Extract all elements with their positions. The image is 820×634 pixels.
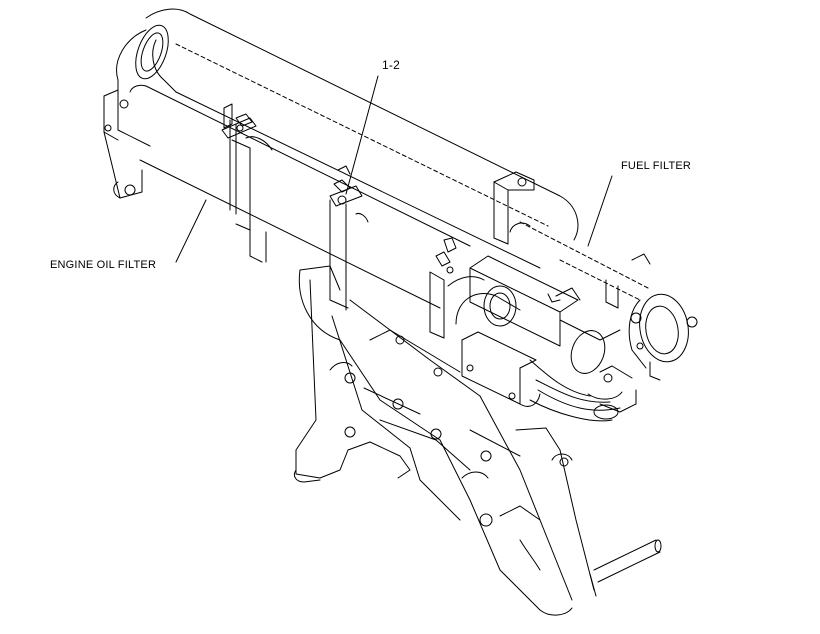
- filter-base: [447, 255, 637, 422]
- clamp-left: [221, 103, 257, 139]
- engine-oil-filter-label: ENGINE OIL FILTER: [50, 259, 157, 271]
- clamp-center: [329, 165, 363, 207]
- leader-lines: [175, 75, 613, 263]
- leader-fuel-filter: [587, 175, 613, 247]
- middle-cylinder: [129, 84, 471, 339]
- fuel-filter-label: FUEL FILTER: [621, 160, 692, 172]
- oil-filter-housing: [103, 8, 579, 269]
- leader-part-ref: [345, 75, 379, 195]
- leader-engine-oil-filter: [175, 199, 207, 263]
- support-bracket: [293, 265, 662, 616]
- part-reference-label: 1-2: [382, 58, 400, 72]
- fuel-filter: [493, 171, 698, 381]
